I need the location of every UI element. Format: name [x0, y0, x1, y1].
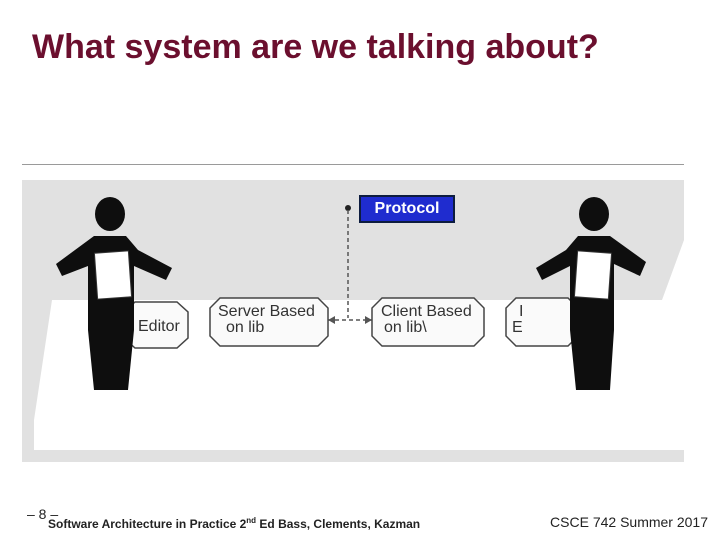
server-based-box: [209, 297, 329, 347]
protocol-anchor-dot: [345, 205, 351, 211]
protocol-label: Protocol: [359, 195, 455, 223]
left-person-figure: [56, 197, 172, 390]
server-based-line2: on lib: [226, 319, 265, 336]
figure-drawing: [34, 197, 684, 450]
right-partial-line1: I: [519, 303, 524, 320]
client-based-line2: on lib\: [384, 319, 427, 336]
page-number: – 8 –: [27, 506, 59, 522]
editor-label: Editor: [138, 318, 180, 335]
client-based-line1: Client Based: [381, 303, 472, 320]
right-partial-line2: E: [512, 319, 523, 336]
footer-citation-part1: Software Architecture in Practice 2: [48, 517, 247, 531]
right-person-figure: [536, 197, 646, 390]
title-divider: [22, 164, 684, 165]
footer-citation-part2: Ed Bass, Clements, Kazman: [256, 517, 421, 531]
client-based-box: [371, 297, 485, 347]
arrowhead-right: [365, 316, 372, 324]
server-based-line1: Server Based: [218, 303, 315, 320]
left-person-paper: [93, 250, 133, 300]
protocol-text: Protocol: [374, 200, 440, 217]
footer-citation-superscript: nd: [246, 516, 257, 525]
right-person-paper: [573, 250, 613, 300]
slide-title: What system are we talking about?: [32, 28, 599, 66]
architecture-figure: Protocol Editor Server Based on lib Clie…: [22, 180, 684, 462]
footer-citation: Software Architecture in Practice 2nd Ed…: [48, 516, 420, 531]
arrowhead-left: [328, 316, 335, 324]
footer-course: CSCE 742 Summer 2017: [550, 514, 708, 530]
